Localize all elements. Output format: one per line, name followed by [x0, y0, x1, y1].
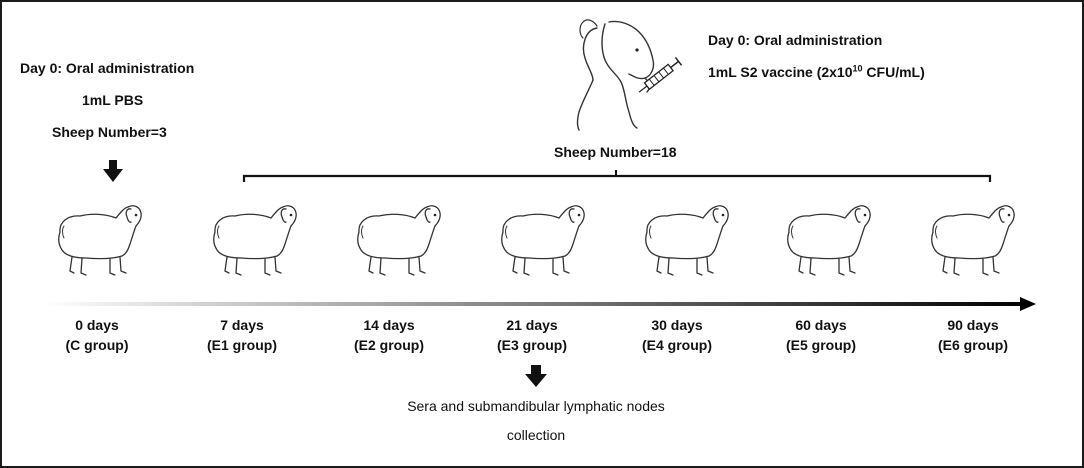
vaccine-sheep-number: Sheep Number=18: [554, 144, 677, 160]
sheep-icon: [50, 198, 145, 282]
timeline-group: (C group): [65, 337, 129, 353]
timeline-group: (E4 group): [642, 337, 712, 353]
sheep-icon: [349, 198, 444, 282]
collection-label-line2: collection: [506, 427, 566, 443]
control-sheep-number: Sheep Number=3: [52, 124, 167, 140]
collection-label-line1: Sera and submandibular lymphatic nodes: [407, 398, 665, 414]
sheep-icon: [637, 198, 732, 282]
timeline-day: 60 days: [795, 317, 847, 333]
timeline-label-e5: 60 days (E5 group): [761, 315, 881, 355]
vaccine-dose-exponent: 10: [852, 63, 863, 74]
timeline-label-e2: 14 days (E2 group): [329, 315, 449, 355]
timeline-day: 30 days: [651, 317, 703, 333]
sheep-icon: [923, 198, 1018, 282]
timeline-day: 7 days: [220, 317, 264, 333]
control-down-arrow-icon: [103, 160, 123, 182]
sheep-icon: [493, 198, 588, 282]
vaccine-dose-prefix: 1mL S2 vaccine (2x10: [708, 64, 853, 80]
timeline-label-e3: 21 days (E3 group): [472, 315, 592, 355]
sheep-icon: [779, 198, 874, 282]
timeline-label-e6: 90 days (E6 group): [913, 315, 1033, 355]
timeline-group: (E3 group): [497, 337, 567, 353]
vaccine-dose-suffix: CFU/mL): [862, 64, 925, 80]
control-administration-label: Day 0: Oral administration: [20, 60, 195, 76]
vaccine-dose-label: 1mL S2 vaccine (2x1010 CFU/mL): [708, 64, 925, 80]
sheep-icon: [205, 198, 300, 282]
timeline-group: (E5 group): [786, 337, 856, 353]
timeline-label-e4: 30 days (E4 group): [617, 315, 737, 355]
timeline-group: (E2 group): [354, 337, 424, 353]
timeline-day: 0 days: [75, 317, 119, 333]
collection-down-arrow-icon: [525, 365, 547, 387]
timeline-label-c: 0 days (C group): [37, 315, 157, 355]
vaccine-administration-label: Day 0: Oral administration: [708, 32, 883, 48]
timeline-group: (E6 group): [938, 337, 1008, 353]
timeline-group: (E1 group): [207, 337, 277, 353]
timeline-day: 14 days: [363, 317, 415, 333]
experimental-group-bracket: [242, 170, 992, 182]
timeline-arrow: [42, 297, 1036, 311]
timeline-day: 90 days: [947, 317, 999, 333]
timeline-day: 21 days: [506, 317, 558, 333]
timeline-label-e1: 7 days (E1 group): [182, 315, 302, 355]
sheep-head-syringe-icon: [576, 19, 683, 131]
control-dose-label: 1mL PBS: [82, 92, 144, 108]
